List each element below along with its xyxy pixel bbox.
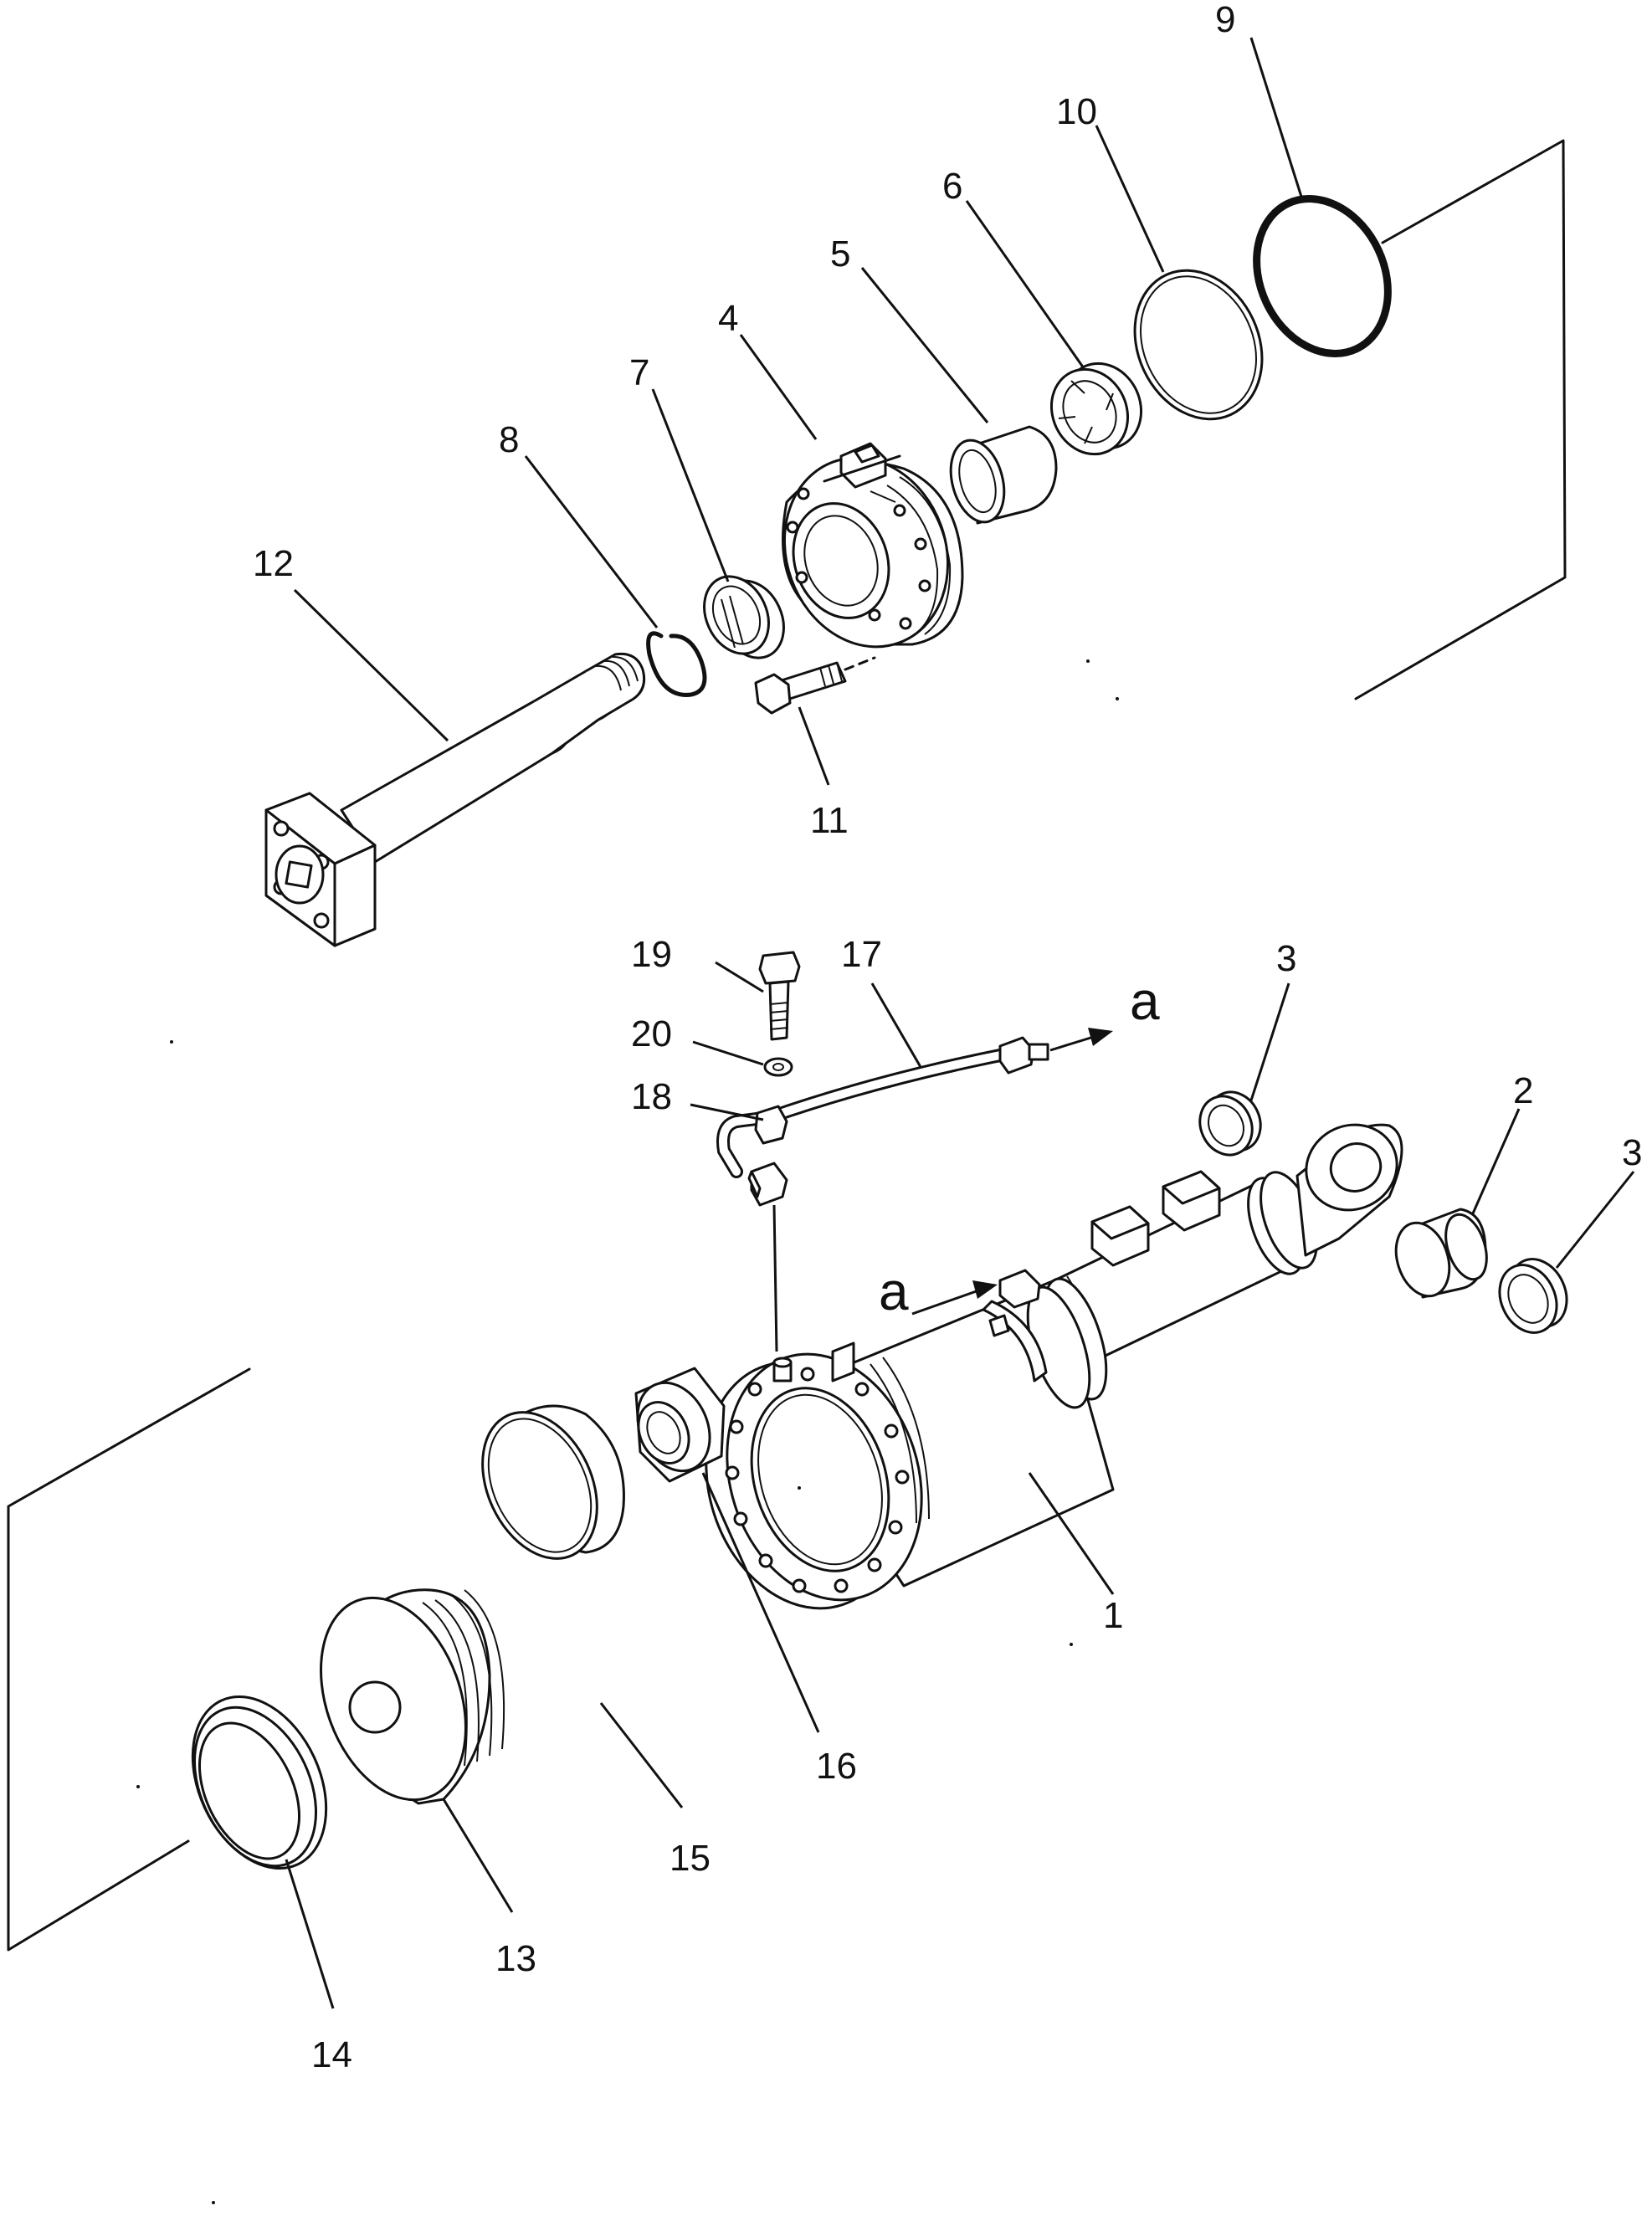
part-16-nut: [634, 1367, 726, 1483]
connection-line-elbow: [772, 1204, 778, 1352]
leader-4: [739, 334, 818, 440]
leader-12: [293, 588, 449, 742]
leader-18: [690, 1103, 764, 1121]
callout-10: 10: [1056, 91, 1097, 132]
leader-2: [1471, 1108, 1521, 1214]
part-18-elbow: [716, 1105, 788, 1207]
leader-10: [1095, 125, 1165, 273]
callout-13: 13: [495, 1938, 536, 1979]
callout-18: 18: [631, 1076, 672, 1117]
part-17-pipe: [763, 1036, 1049, 1124]
callout-2: 2: [1513, 1070, 1533, 1111]
part-8-snap-ring: [646, 631, 707, 697]
part-1-cylinder-tube: [705, 1123, 1403, 1610]
leader-6: [965, 200, 1085, 369]
callout-14: 14: [311, 2034, 352, 2075]
callout-1: 1: [1103, 1595, 1123, 1636]
leader-5: [860, 267, 989, 423]
callout-8: 8: [499, 419, 519, 460]
callout-3-upper: 3: [1276, 938, 1296, 979]
part-13-piston: [320, 1588, 505, 1805]
connection-label-a-mid: a: [879, 1261, 909, 1321]
callout-9: 9: [1215, 0, 1235, 40]
callout-16: 16: [816, 1746, 857, 1787]
part-14-seal: [191, 1695, 328, 1870]
part-11-bolt: [754, 656, 876, 715]
callout-3-right: 3: [1622, 1132, 1642, 1173]
leader-17: [870, 982, 922, 1068]
callout-15: 15: [670, 1838, 711, 1879]
part-7-bushing: [703, 575, 785, 659]
scan-specks: [136, 659, 1119, 2204]
leader-7: [651, 388, 730, 582]
callout-20: 20: [631, 1013, 672, 1054]
callout-17: 17: [841, 934, 882, 975]
part-2-bushing: [1394, 1208, 1488, 1299]
part-5-sleeve: [949, 425, 1058, 525]
callout-12: 12: [253, 543, 294, 584]
leader-1: [1028, 1472, 1115, 1595]
callout-5: 5: [830, 233, 850, 274]
part-6-seal: [1049, 362, 1143, 456]
leader-14: [285, 1859, 335, 2009]
leader-3-right: [1555, 1171, 1635, 1269]
leader-lines: [285, 37, 1635, 2009]
arrow-a-mid: a: [879, 1261, 998, 1321]
callout-19: 19: [631, 934, 672, 975]
callout-6: 6: [942, 166, 962, 207]
leader-19: [715, 961, 764, 993]
frame-bracket-upper: [1354, 139, 1567, 700]
part-20-washer: [763, 1057, 793, 1077]
leader-13: [442, 1798, 514, 1913]
callout-4: 4: [718, 298, 738, 339]
leader-15: [599, 1702, 684, 1808]
callout-7: 7: [629, 352, 649, 393]
part-9-o-ring: [1253, 195, 1392, 357]
leader-9: [1249, 37, 1303, 197]
part-3-seal-upper: [1198, 1090, 1262, 1157]
leader-16: [701, 1472, 820, 1733]
connection-label-a-top: a: [1130, 971, 1160, 1031]
arrow-a-top: a: [1049, 971, 1160, 1052]
callout-numbers: 9 10 6 5 4 7 8 12 11 19 17 20 18 3 2 3 1…: [253, 0, 1642, 2075]
part-3-seal-right: [1498, 1258, 1568, 1334]
leader-3-upper: [1249, 982, 1290, 1101]
part-4-cylinder-head: [782, 442, 964, 649]
callout-11: 11: [810, 800, 849, 841]
leader-11: [798, 706, 830, 786]
leader-20: [692, 1040, 764, 1066]
part-19-bolt: [758, 951, 801, 1041]
part-10-ring: [1133, 269, 1264, 421]
leader-8: [524, 455, 659, 628]
part-12-rod: [264, 652, 646, 947]
part-15-wear-ring: [481, 1404, 625, 1560]
frame-bracket-lower: [7, 1367, 251, 1952]
